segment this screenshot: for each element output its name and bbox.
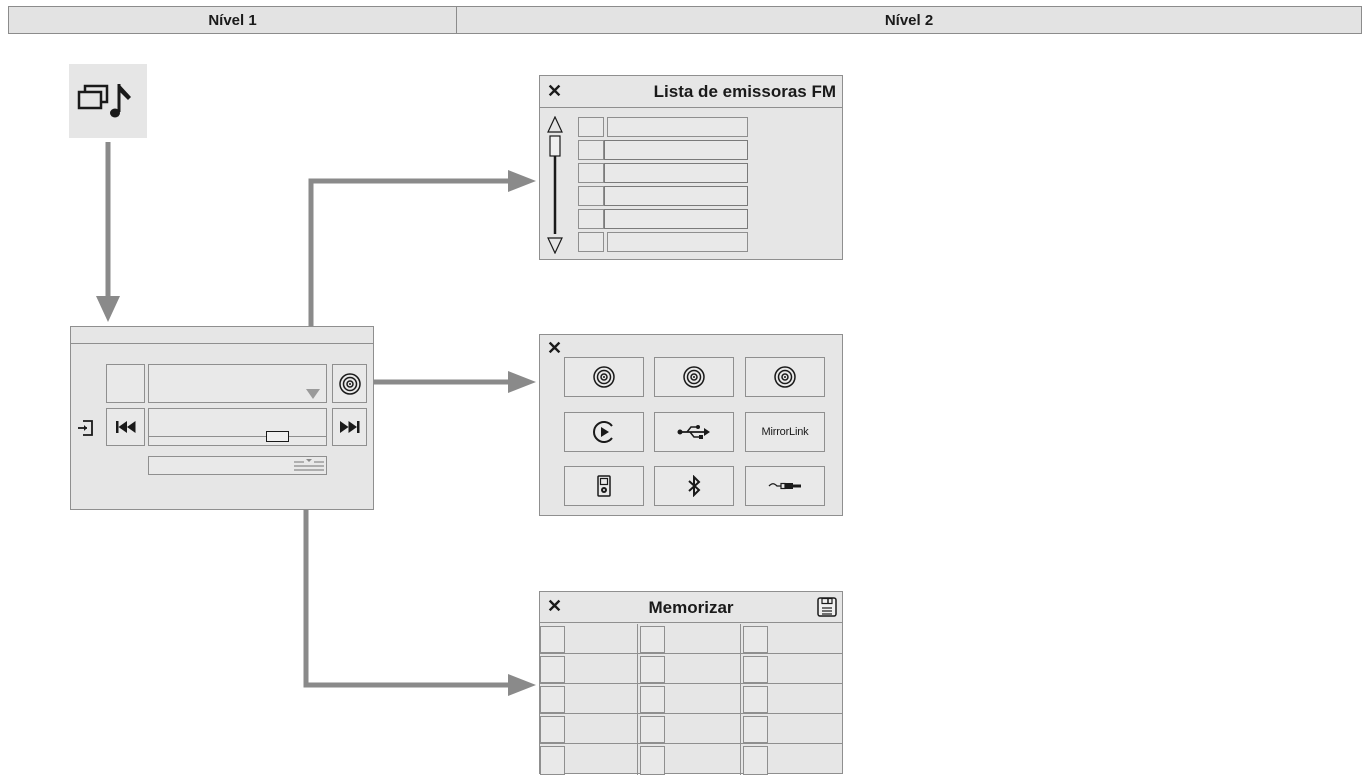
radio-waves-icon: [593, 366, 615, 388]
station-number[interactable]: [578, 117, 604, 137]
dropdown-arrow-icon: [306, 389, 320, 399]
next-track-icon: [339, 421, 359, 433]
play-circle-icon: [593, 421, 613, 443]
slider-handle[interactable]: [266, 431, 289, 442]
preset-slot-number[interactable]: [743, 746, 768, 775]
radio-source-button[interactable]: [332, 364, 367, 403]
close-icon[interactable]: ✕: [547, 338, 563, 358]
memorize-title-bar: [540, 592, 842, 623]
source-usb[interactable]: [654, 412, 734, 452]
source-aux-jack[interactable]: [745, 466, 825, 506]
preset-slot-number[interactable]: [540, 716, 565, 743]
station-number[interactable]: [578, 140, 604, 160]
station-number[interactable]: [578, 232, 604, 252]
slider-track: [149, 436, 326, 437]
close-icon[interactable]: ✕: [547, 596, 563, 616]
source-radio-3[interactable]: [745, 357, 825, 397]
preset-slot-number[interactable]: [743, 656, 768, 683]
floppy-save-icon[interactable]: [817, 597, 837, 617]
previous-track-icon: [115, 421, 135, 433]
preset-grid-lines: [540, 624, 842, 775]
arrow-head-memorize: [508, 674, 536, 696]
preset-slot-number[interactable]: [743, 686, 768, 713]
preset-slot-number[interactable]: [540, 626, 565, 653]
panel-top-bar: [71, 327, 373, 344]
fm-title-bar: [540, 76, 842, 108]
station-row[interactable]: [604, 186, 748, 206]
station-rows: [578, 116, 748, 254]
fm-list-title: Lista de emissoras FM: [653, 82, 836, 101]
preset-square[interactable]: [106, 364, 145, 403]
source-ipod[interactable]: [564, 466, 644, 506]
memorize-panel: ✕ Memorizar: [539, 591, 843, 775]
list-scrollbar[interactable]: [547, 116, 563, 254]
usb-icon: [677, 425, 710, 439]
radio-waves-icon: [338, 372, 361, 395]
presets-bar[interactable]: [148, 456, 327, 475]
station-display[interactable]: [148, 364, 327, 403]
arrow-head-down: [96, 296, 120, 322]
exit-icon[interactable]: [77, 419, 95, 437]
preset-grid: [540, 624, 842, 775]
aux-jack-icon: [768, 482, 801, 490]
media-music-icon[interactable]: [69, 64, 147, 138]
memorize-title: Memorizar: [648, 598, 734, 617]
mirrorlink-logo: MirrorLink: [761, 426, 809, 438]
arrow-head-sources: [508, 371, 536, 393]
source-streaming[interactable]: [564, 412, 644, 452]
station-number[interactable]: [578, 186, 604, 206]
bluetooth-icon: [688, 475, 701, 497]
preset-slot-number[interactable]: [540, 746, 565, 775]
station-number[interactable]: [578, 163, 604, 183]
station-row[interactable]: [604, 140, 748, 160]
scroll-down-icon: [547, 237, 563, 254]
scroll-up-icon: [547, 116, 563, 133]
source-radio-2[interactable]: [654, 357, 734, 397]
close-icon[interactable]: ✕: [547, 81, 563, 101]
station-row[interactable]: [604, 163, 748, 183]
station-number[interactable]: [578, 209, 604, 229]
source-bluetooth[interactable]: [654, 466, 734, 506]
header-level-1: Nível 1: [8, 6, 457, 34]
preset-slot-number[interactable]: [640, 746, 665, 775]
preset-slot-number[interactable]: [640, 716, 665, 743]
source-radio-1[interactable]: [564, 357, 644, 397]
radio-waves-icon: [774, 366, 796, 388]
radio-waves-icon: [683, 366, 705, 388]
header-level-2: Nível 2: [456, 6, 1362, 34]
source-mirrorlink[interactable]: MirrorLink: [745, 412, 825, 452]
preset-slot-number[interactable]: [743, 626, 768, 653]
preset-slot-number[interactable]: [640, 626, 665, 653]
fm-station-list-panel: ✕ Lista de emissoras FM: [539, 75, 843, 260]
preset-slot-number[interactable]: [640, 656, 665, 683]
preset-slot-number[interactable]: [743, 716, 768, 743]
preset-slot-number[interactable]: [540, 656, 565, 683]
preset-slot-number[interactable]: [540, 686, 565, 713]
frequency-slider[interactable]: [148, 408, 327, 446]
station-row[interactable]: [607, 232, 748, 252]
station-row[interactable]: [607, 117, 748, 137]
ipod-icon: [597, 475, 611, 497]
presets-list-icon: [294, 459, 324, 471]
preset-slot-number[interactable]: [640, 686, 665, 713]
audio-sources-panel: ✕ MirrorLink: [539, 334, 843, 516]
station-row[interactable]: [604, 209, 748, 229]
level1-radio-panel: [70, 326, 374, 510]
next-button[interactable]: [332, 408, 367, 446]
scroll-thumb: [549, 135, 561, 157]
arrow-head-fm: [508, 170, 536, 192]
previous-button[interactable]: [106, 408, 145, 446]
